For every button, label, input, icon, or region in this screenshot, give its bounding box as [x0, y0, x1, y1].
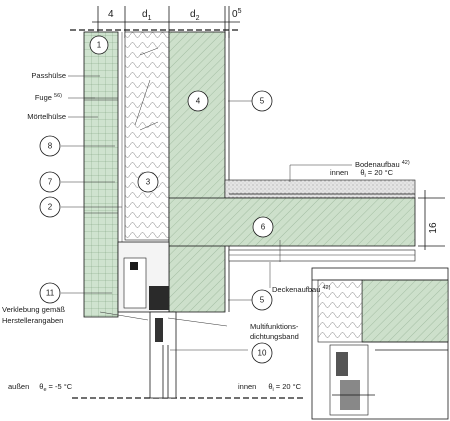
dimension-4: 4	[108, 9, 114, 20]
svg-text:16: 16	[428, 222, 439, 234]
ceiling-finish	[228, 249, 416, 262]
svg-text:2: 2	[48, 203, 53, 212]
svg-text:6: 6	[261, 223, 266, 232]
label-dichtungsband: dichtungsband	[250, 332, 299, 341]
callout-6: 6	[252, 216, 274, 238]
floor-screed	[224, 179, 416, 199]
svg-text:5: 5	[260, 296, 265, 305]
callout-11: 11	[39, 282, 61, 304]
dimension-0-5: 05	[232, 8, 242, 20]
svg-text:7: 7	[48, 178, 53, 187]
callout-4: 4	[187, 90, 209, 112]
dimension-16: 16	[418, 190, 445, 250]
dimension-chain-top: 4 d1 d2 05	[92, 6, 242, 38]
inset-detail	[311, 267, 449, 420]
svg-text:1: 1	[97, 41, 102, 50]
label-passhuelse: Passhülse	[31, 71, 66, 80]
svg-text:3: 3	[146, 178, 151, 187]
svg-text:5: 5	[260, 97, 265, 106]
label-multifunktions: Multifunktions-	[250, 322, 299, 331]
label-verklebung: Verklebung gemäß	[2, 305, 65, 314]
callout-1: 1	[89, 35, 109, 55]
dimension-d1: d1	[142, 9, 152, 22]
leader-lines	[61, 75, 352, 351]
svg-text:4: 4	[196, 97, 201, 106]
callout-2: 2	[39, 196, 61, 218]
callout-7: 7	[39, 171, 61, 193]
insulation-layer	[124, 31, 170, 241]
callout-3: 3	[137, 171, 159, 193]
concrete-wall	[168, 31, 226, 313]
svg-text:10: 10	[258, 349, 267, 358]
dimension-d2: d2	[190, 9, 200, 22]
callout-5-top: 5	[251, 90, 273, 112]
svg-text:11: 11	[46, 289, 55, 298]
stone-cladding	[83, 31, 119, 318]
label-herstellerangaben: Herstellerangaben	[2, 316, 63, 325]
label-moertelhuelse: Mörtelhülse	[27, 112, 66, 121]
label-bodenaufbau: Bodenaufbau 42)	[355, 160, 410, 169]
svg-text:8: 8	[48, 142, 53, 151]
ceiling-slab	[168, 197, 416, 247]
label-fuge: Fuge 56)	[35, 93, 62, 102]
label-deckenaufbau: Deckenaufbau 42)	[272, 285, 331, 294]
callout-8: 8	[39, 135, 61, 157]
callout-10: 10	[251, 342, 273, 364]
callout-5-bottom: 5	[251, 289, 273, 311]
